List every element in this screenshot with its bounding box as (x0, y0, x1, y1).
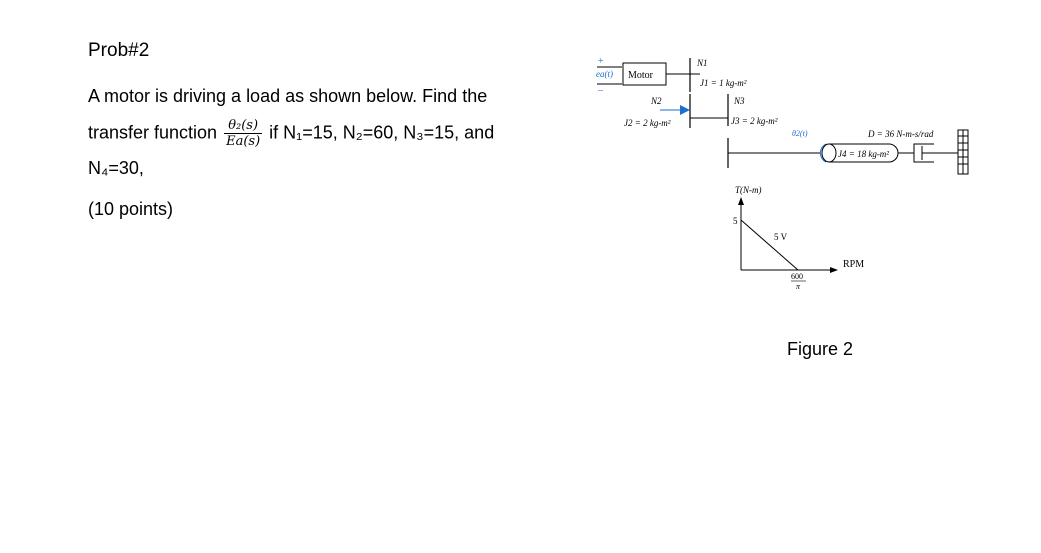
j4-label: J4 = 18 kg-m² (838, 149, 889, 159)
torque-speed-line (740, 219, 799, 271)
n1-label: N1 (696, 58, 708, 68)
theta2-label: θ2(t) (792, 129, 808, 138)
theta2-rotation-arrow (819, 143, 827, 163)
j3-label: J3 = 2 kg-m² (731, 116, 778, 126)
damper-cylinder (913, 143, 934, 163)
problem-title: Prob#2 (88, 40, 150, 61)
j2-label: J2 = 2 kg-m² (624, 118, 671, 128)
input-plus: + (598, 56, 604, 67)
input-minus: – (597, 85, 604, 96)
voltage-label: 5 V (774, 232, 788, 242)
problem-statement-line1: A motor is driving a load as shown below… (88, 86, 488, 106)
speed-intercept-numerator: 600 (791, 272, 803, 281)
transfer-function-prefix: transfer function (88, 122, 218, 143)
problem-statement-line2: transfer function θ₂(s) Ea(s) if N₁=15, … (88, 118, 494, 149)
rpm-axis-label: RPM (843, 259, 864, 270)
transfer-function-fraction: θ₂(s) Ea(s) (224, 118, 263, 149)
tf-denominator: Ea(s) (226, 134, 261, 149)
torque-axis-arrow (738, 197, 744, 205)
j1-label: J1 = 1 kg-m² (700, 78, 747, 88)
transfer-function-suffix: if N₁=15, N₂=60, N₃=15, and (269, 122, 495, 143)
damping-label: D = 36 N-m-s/rad (867, 129, 934, 139)
load-end-face (821, 143, 837, 163)
torque-intercept: 5 (733, 216, 738, 226)
motor-label: Motor (628, 70, 654, 81)
input-voltage-label: ea(t) (596, 69, 613, 79)
problem-statement-line3: N₄=30, (88, 158, 144, 178)
n2-label: N2 (650, 96, 662, 106)
speed-intercept-denominator: π (796, 282, 801, 291)
rpm-axis-arrow (830, 267, 838, 273)
n3-label: N3 (733, 96, 745, 106)
problem-points: (10 points) (88, 199, 174, 219)
tf-numerator: θ₂(s) (224, 118, 263, 134)
figure-caption: Figure 2 (787, 339, 854, 359)
torque-axis-label: T(N-m) (735, 185, 762, 195)
n2-arrow-head (680, 105, 690, 115)
